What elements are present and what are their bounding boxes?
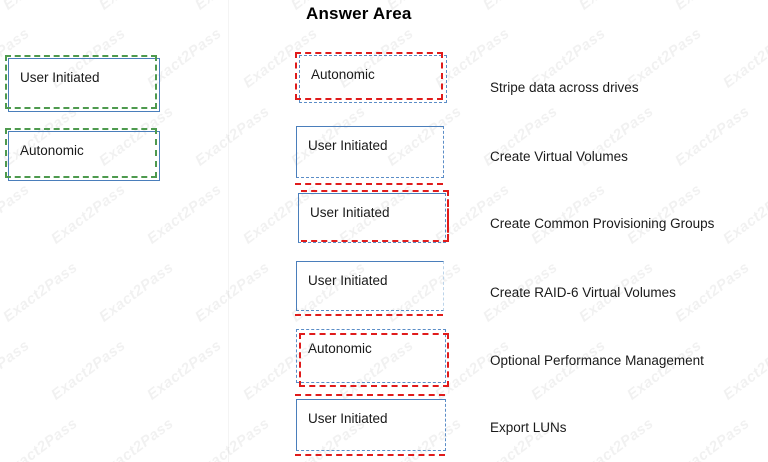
source-option-user-initiated[interactable]: User Initiated xyxy=(5,55,160,112)
drop-target-row-4[interactable]: User Initiated xyxy=(295,261,444,316)
page-title: Answer Area xyxy=(306,4,412,23)
task-label-row-4: Create RAID-6 Virtual Volumes xyxy=(490,285,676,300)
drop-target-value: User Initiated xyxy=(308,273,388,288)
task-label-row-2: Create Virtual Volumes xyxy=(490,149,628,164)
drop-target-value: User Initiated xyxy=(310,205,390,220)
task-label-row-5: Optional Performance Management xyxy=(490,353,704,368)
task-label-row-3: Create Common Provisioning Groups xyxy=(490,216,715,231)
source-option-label: Autonomic xyxy=(20,143,84,158)
drop-target-value: User Initiated xyxy=(308,411,388,426)
source-option-autonomic[interactable]: Autonomic xyxy=(5,128,160,181)
drop-target-value: Autonomic xyxy=(311,67,375,82)
drop-target-row-1[interactable]: Autonomic xyxy=(295,52,447,103)
drop-target-row-3[interactable]: User Initiated xyxy=(298,190,449,243)
drop-target-value: User Initiated xyxy=(308,138,388,153)
drop-target-value: Autonomic xyxy=(308,341,372,356)
task-label-row-1: Stripe data across drives xyxy=(490,80,639,95)
task-label-row-6: Export LUNs xyxy=(490,420,567,435)
drop-target-row-5[interactable]: Autonomic xyxy=(296,329,449,387)
source-option-label: User Initiated xyxy=(20,70,100,85)
drop-target-row-2[interactable]: User Initiated xyxy=(295,126,444,185)
drop-target-row-6[interactable]: User Initiated xyxy=(295,394,446,456)
